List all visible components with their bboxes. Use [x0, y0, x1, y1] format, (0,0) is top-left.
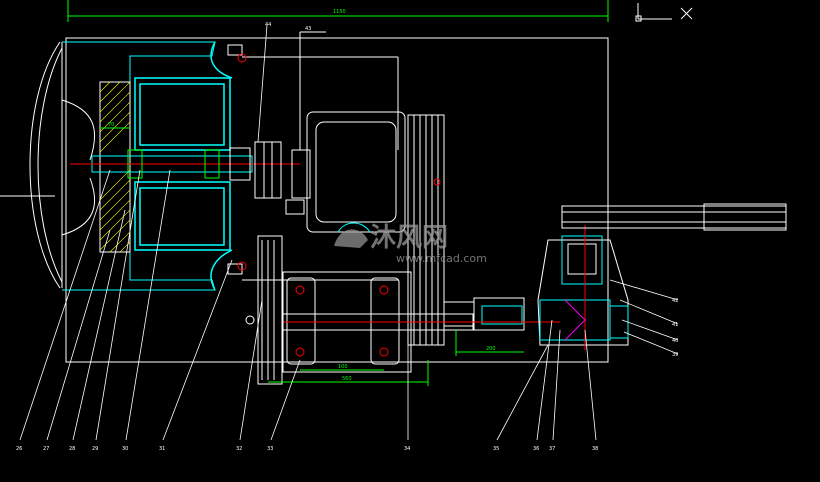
- part-label-40: 40: [672, 338, 678, 344]
- part-label-26: 26: [16, 446, 22, 452]
- dim-bearing-span: 100: [338, 364, 348, 370]
- dim-top-overall: 1150: [333, 9, 346, 15]
- casing-bolts: [227, 44, 247, 275]
- leader-lines: [19, 24, 679, 441]
- dim-base-span: 560: [342, 376, 352, 382]
- part-label-28: 28: [69, 446, 75, 452]
- upper-shaft: [561, 203, 787, 231]
- dim-hub-width: 70: [108, 122, 114, 128]
- hub-hatch: [99, 81, 131, 253]
- pulley-plates: [245, 141, 283, 385]
- watermark-url: www.mfcad.com: [396, 252, 487, 265]
- main-frame: [65, 37, 609, 363]
- part-label-42: 42: [672, 298, 678, 304]
- top-overall-dimension: [67, 0, 609, 22]
- gearbox: [537, 225, 629, 350]
- part-label-33: 33: [267, 446, 273, 452]
- part-label-36: 36: [533, 446, 539, 452]
- part-label-37: 37: [549, 446, 555, 452]
- part-label-35: 35: [493, 446, 499, 452]
- impeller-housing: [0, 41, 216, 291]
- close-icon: [680, 7, 693, 20]
- part-label-44: 44: [265, 22, 271, 28]
- part-label-32: 32: [236, 446, 242, 452]
- output-shaft: [440, 297, 560, 356]
- part-label-39: 39: [672, 352, 678, 358]
- part-label-34: 34: [404, 446, 410, 452]
- part-label-29: 29: [92, 446, 98, 452]
- dim-shaft-length: 200: [486, 346, 496, 352]
- part-label-43: 43: [305, 26, 311, 32]
- main-shaft: [70, 147, 300, 181]
- drum-section: [134, 41, 233, 291]
- part-label-38: 38: [592, 446, 598, 452]
- part-label-30: 30: [122, 446, 128, 452]
- watermark: 沐风网 www.mfcad.com: [334, 223, 487, 265]
- belt-pulley-stack: [407, 114, 445, 346]
- base-span-dimension: [268, 360, 429, 386]
- ucs-icon: [635, 3, 672, 22]
- watermark-brand: 沐风网: [370, 223, 448, 253]
- part-label-27: 27: [43, 446, 49, 452]
- part-label-31: 31: [159, 446, 165, 452]
- watermark-logo-icon: [334, 229, 368, 248]
- part-label-41: 41: [672, 322, 678, 328]
- motor-body: [285, 31, 406, 233]
